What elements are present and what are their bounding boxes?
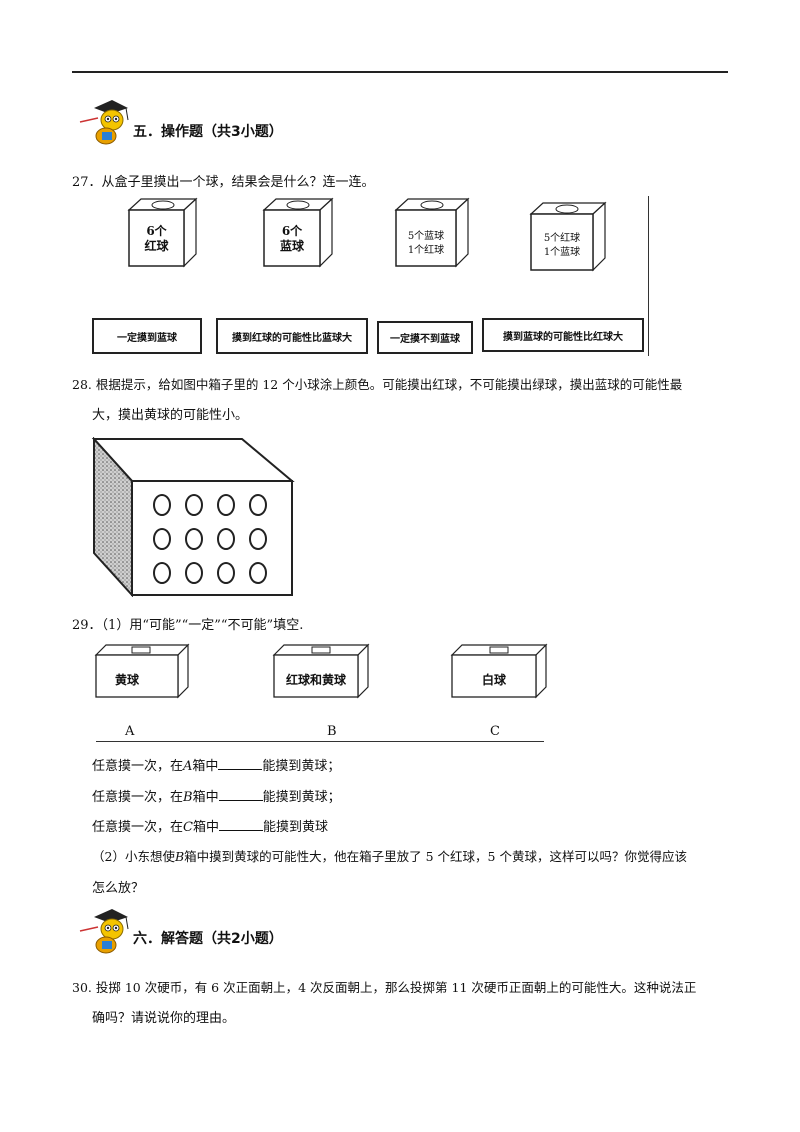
q29-fill3-blank[interactable] xyxy=(218,818,263,831)
q29-fill2-box: B xyxy=(183,790,193,805)
q29-fill-line-3: 任意摸一次，在C箱中 能摸到黄球 xyxy=(92,816,328,835)
q29-box-a: 黄球 xyxy=(94,643,190,699)
q29-fill-line-2: 任意摸一次，在B箱中 能摸到黄球； xyxy=(92,786,341,805)
q27-label-1: 一定摸到蓝球 xyxy=(92,318,202,354)
question-27-text: 27．从盒子里摸出一个球，结果会是什么？连一连。 xyxy=(72,175,375,190)
q27-box-2-line2: 蓝球 xyxy=(279,239,304,253)
q29-box-a-label: 黄球 xyxy=(114,673,139,687)
q29-fill3-mid: 箱中 xyxy=(192,820,219,835)
q27-frame-line xyxy=(648,196,649,356)
q29-letter-b: B xyxy=(327,724,337,739)
q29-part2-prefix: （2）小东想使 xyxy=(92,849,175,864)
q27-box-2: 6个 蓝球 xyxy=(258,197,334,268)
q29-box-c: 白球 xyxy=(450,643,548,699)
q27-box-4-line2: 1个蓝球 xyxy=(543,247,581,258)
q29-fill2-mid: 箱中 xyxy=(192,790,219,805)
q29-letter-a: A xyxy=(125,724,135,739)
q28-ball-grid xyxy=(146,489,286,591)
q27-box-1-line2: 红球 xyxy=(144,239,169,253)
q29-fill1-blank[interactable] xyxy=(218,757,263,770)
header-rule xyxy=(72,71,728,73)
question-28-line1: 28. 根据提示，给如图中箱子里的 12 个小球涂上颜色。可能摸出红球，不可能摸… xyxy=(72,377,683,392)
q29-part2-line2: 怎么放？ xyxy=(92,881,145,896)
section-mascot-icon xyxy=(76,96,132,148)
q29-fill1-prefix: 任意摸一次，在 xyxy=(92,759,184,774)
q27-label-3: 一定摸不到蓝球 xyxy=(377,321,473,354)
q28-ball-box xyxy=(90,436,296,598)
q27-box-3-line1: 5个蓝球 xyxy=(407,231,445,242)
question-30-line2: 确吗？请说说你的理由。 xyxy=(92,1011,236,1026)
q29-box-b-label: 红球和黄球 xyxy=(285,673,346,687)
q27-box-3-line2: 1个红球 xyxy=(407,245,445,256)
q29-box-c-label: 白球 xyxy=(481,673,506,687)
question-30-line1: 30. 投掷 10 次硬币，有 6 次正面朝上，4 次反面朝上，那么投掷第 11… xyxy=(72,980,697,995)
q27-label-2: 摸到红球的可能性比蓝球大 xyxy=(216,318,368,354)
q27-box-4-line1: 5个红球 xyxy=(543,233,581,244)
question-28-line2: 大，摸出黄球的可能性小。 xyxy=(92,408,249,423)
q29-part2-line1: （2）小东想使B箱中摸到黄球的可能性大，他在箱子里放了 5 个红球，5 个黄球，… xyxy=(92,846,687,865)
q29-fill1-mid: 箱中 xyxy=(192,759,219,774)
q29-letter-c: C xyxy=(490,724,500,739)
q29-fill3-prefix: 任意摸一次，在 xyxy=(92,820,184,835)
section-5-title: 五．操作题（共3小题） xyxy=(133,124,283,140)
q29-fill1-box: A xyxy=(183,759,193,774)
q27-box-4: 5个红球 1个蓝球 xyxy=(525,201,607,272)
q29-baseline xyxy=(96,741,544,742)
section-6-title: 六．解答题（共2小题） xyxy=(133,931,283,947)
question-29-text: 29．（1）用“可能”“一定”“不可能”填空. xyxy=(72,618,304,633)
q29-fill-line-1: 任意摸一次，在A箱中 能摸到黄球； xyxy=(92,755,340,774)
q27-label-4: 摸到蓝球的可能性比红球大 xyxy=(482,318,644,352)
q29-fill2-blank[interactable] xyxy=(218,788,263,801)
section-mascot-icon xyxy=(76,905,132,957)
q29-fill3-box: C xyxy=(183,820,193,835)
q29-part2-rest: 箱中摸到黄球的可能性大，他在箱子里放了 5 个红球，5 个黄球，这样可以吗？你觉… xyxy=(184,849,687,864)
q27-box-1-line1: 6个 xyxy=(146,224,167,238)
q29-fill3-suffix: 能摸到黄球 xyxy=(262,820,328,835)
q29-box-b: 红球和黄球 xyxy=(272,643,370,699)
q27-box-3: 5个蓝球 1个红球 xyxy=(390,197,470,268)
q27-box-1: 6个 红球 xyxy=(121,197,198,268)
q29-fill2-prefix: 任意摸一次，在 xyxy=(92,790,184,805)
q29-part2-box: B xyxy=(174,849,185,864)
q27-box-2-line1: 6个 xyxy=(281,224,303,238)
q29-fill2-suffix: 能摸到黄球； xyxy=(262,790,341,805)
q29-fill1-suffix: 能摸到黄球； xyxy=(262,759,341,774)
